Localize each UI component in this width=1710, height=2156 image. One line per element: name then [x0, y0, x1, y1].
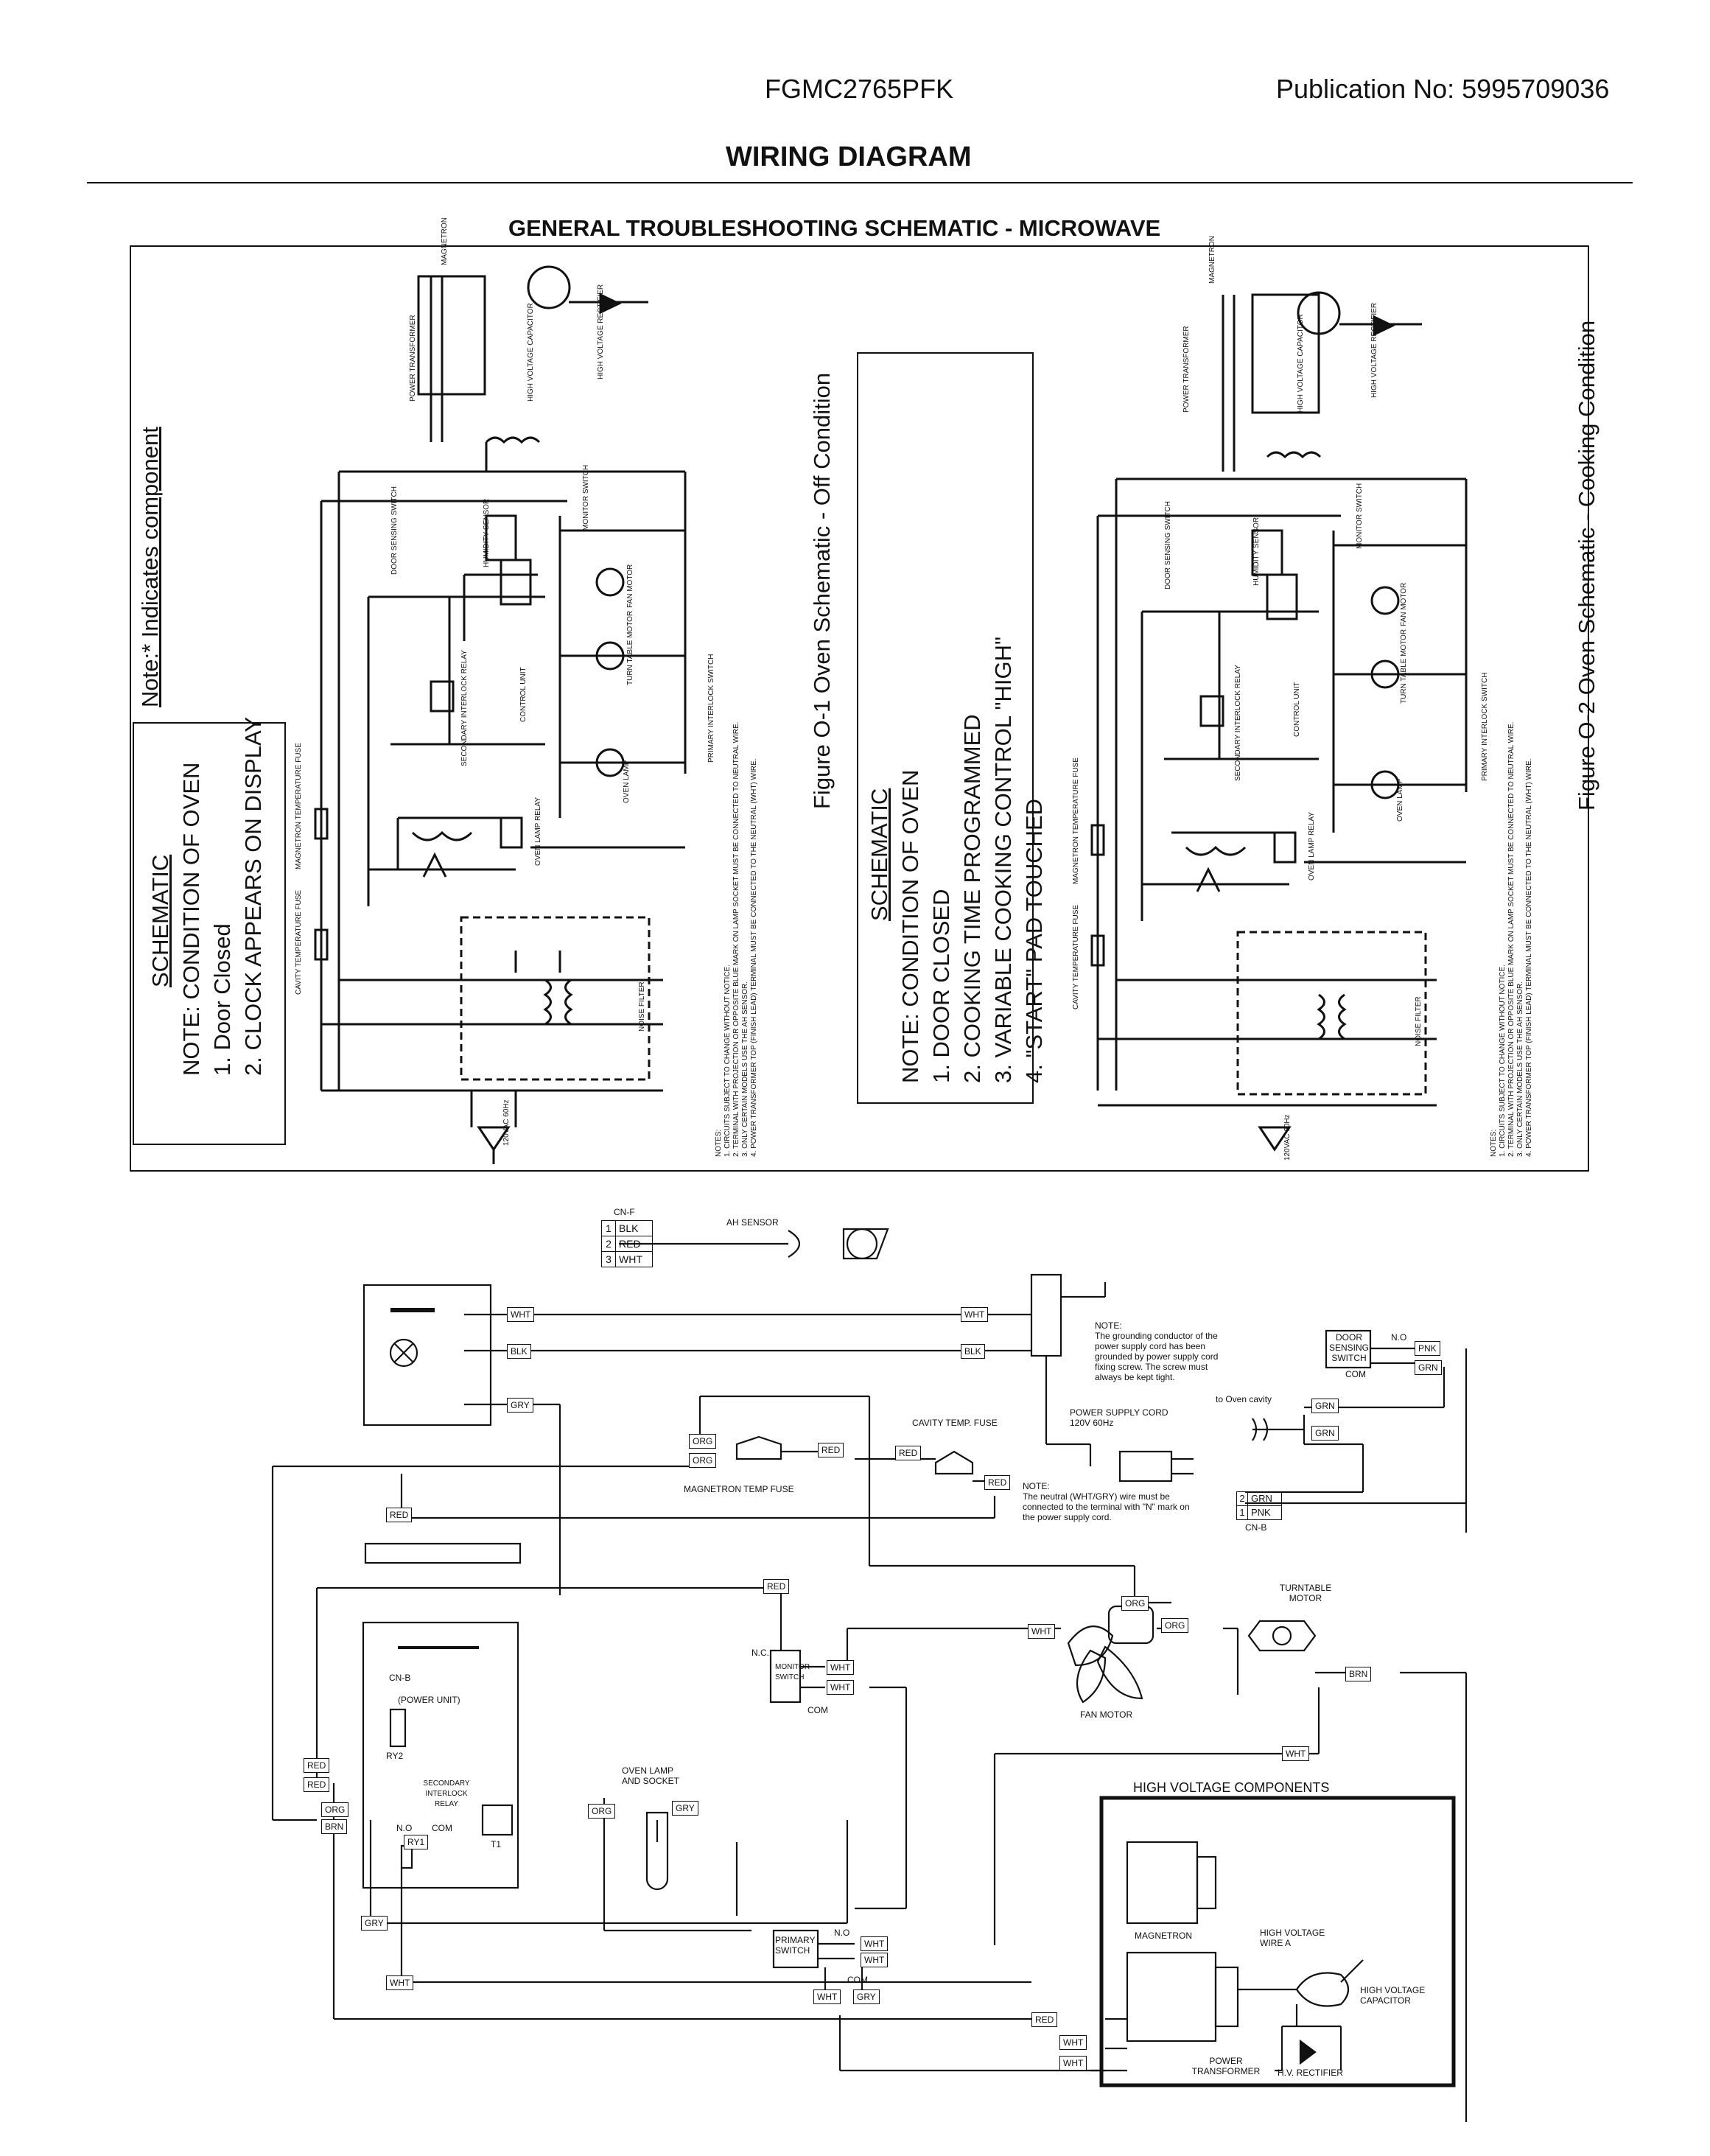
schematic-title: GENERAL TROUBLESHOOTING SCHEMATIC - MICR…	[508, 215, 1161, 241]
hv-wire-label: HIGH VOLTAGE WIRE A	[1260, 1928, 1325, 1948]
wire-tag: RED	[895, 1446, 922, 1460]
wire-tag: RED	[984, 1475, 1011, 1490]
power-transformer-label: POWER TRANSFORMER	[1191, 2056, 1261, 2076]
primary-switch-label: PRIMARY SWITCH	[775, 1935, 816, 1956]
right-condition-box	[857, 352, 1034, 1104]
cavity-fuse-label: CAVITY TEMP. FUSE	[912, 1418, 998, 1428]
control-panel-outline	[362, 1284, 492, 1427]
neutral-note: NOTE: The neutral (WHT/GRY) wire must be…	[1023, 1481, 1190, 1522]
t1-label: T1	[491, 1839, 502, 1849]
wire-tag: RED	[763, 1579, 790, 1594]
wire-tag: ORG	[689, 1453, 717, 1468]
wire-tag: WHT	[861, 1936, 889, 1951]
primary-switch-com: COM	[847, 1975, 868, 1985]
door-switch-com: COM	[1345, 1369, 1366, 1379]
power-unit-label: (POWER UNIT)	[398, 1695, 460, 1705]
wire-tag: GRY	[853, 1989, 880, 2004]
wire-tag: WHT	[1059, 2035, 1087, 2050]
wire-tag: ORG	[689, 1434, 717, 1449]
wire-tag: PNK	[1415, 1341, 1440, 1356]
wire-tag: WHT	[813, 1989, 841, 2004]
wire-tag: BRN	[321, 1819, 348, 1834]
monitor-switch-label: MONITOR SWITCH	[775, 1663, 810, 1681]
monitor-com: COM	[807, 1705, 828, 1715]
secondary-relay-label: SECONDARY INTERLOCK RELAY	[423, 1779, 470, 1808]
wire-tag: WHT	[1059, 2056, 1087, 2071]
monitor-nc: N.C.	[751, 1648, 769, 1658]
wire-tag: BLK	[507, 1344, 531, 1359]
wire-tag: BRN	[1345, 1667, 1372, 1681]
power-unit-no: N.O	[396, 1823, 413, 1833]
wire-tag: GRN	[1415, 1360, 1442, 1375]
wire-tag: BLK	[961, 1344, 985, 1359]
model-number: FGMC2765PFK	[765, 74, 954, 104]
wire-tag: GRY	[507, 1398, 533, 1413]
cnb-label: CN-B	[1245, 1522, 1267, 1533]
wire-tag: WHT	[861, 1953, 889, 1967]
ah-sensor-label: AH SENSOR	[726, 1217, 779, 1228]
power-unit-com: COM	[432, 1823, 452, 1833]
right-schematic-wiring	[1090, 291, 1468, 1152]
ry2-label: RY2	[386, 1751, 404, 1761]
wire-tag: ORG	[321, 1802, 349, 1817]
primary-switch-no: N.O	[834, 1928, 850, 1938]
wire-tag: WHT	[1028, 1624, 1056, 1639]
hv-rectifier-label: H.V. RECTIFIER	[1278, 2068, 1343, 2078]
hv-components-title: HIGH VOLTAGE COMPONENTS	[1133, 1780, 1330, 1795]
publication-number: Publication No: 5995709036	[1276, 74, 1610, 104]
wire-tag: RED	[1031, 2012, 1058, 2027]
wire-tag: GRY	[361, 1916, 388, 1931]
wire-tag: WHT	[961, 1307, 989, 1322]
wire-tag: ORG	[588, 1804, 616, 1819]
wire-tag: WHT	[827, 1660, 855, 1675]
door-switch-no: N.O	[1391, 1332, 1407, 1343]
wire-tag: ORG	[1161, 1618, 1189, 1633]
magnetron-fuse-label: MAGNETRON TEMP FUSE	[684, 1484, 794, 1494]
grounding-note: NOTE: The grounding conductor of the pow…	[1095, 1320, 1219, 1382]
turntable-label: TURNTABLE MOTOR	[1279, 1583, 1332, 1603]
schematic-frame	[130, 245, 1589, 1172]
wire-tag: WHT	[507, 1307, 535, 1322]
fan-motor-label: FAN MOTOR	[1080, 1709, 1133, 1720]
wire-tag: GRY	[672, 1801, 698, 1816]
cnf-label: CN-F	[614, 1207, 635, 1217]
wire-tag: GRN	[1311, 1426, 1339, 1441]
to-oven-cavity: to Oven cavity	[1216, 1394, 1272, 1404]
power-unit-cnb: CN-B	[389, 1673, 411, 1683]
wire-tag: RED	[304, 1777, 330, 1792]
wire-tag: RED	[304, 1758, 330, 1773]
power-cord-label: POWER SUPPLY CORD 120V 60Hz	[1070, 1407, 1168, 1428]
left-schematic-wiring	[314, 265, 687, 1164]
header-rule	[87, 182, 1633, 183]
magnetron-label: MAGNETRON	[1135, 1931, 1192, 1941]
oven-lamp-label: OVEN LAMP AND SOCKET	[622, 1765, 680, 1786]
page-title: WIRING DIAGRAM	[726, 141, 972, 172]
wire-tag: RED	[818, 1443, 844, 1457]
left-condition-box	[133, 722, 286, 1145]
wire-tag: WHT	[386, 1975, 414, 1990]
wire-tag: WHT	[827, 1680, 855, 1695]
hv-capacitor-label: HIGH VOLTAGE CAPACITOR	[1360, 1985, 1426, 2006]
wire-tag: RED	[386, 1508, 413, 1522]
wire-tag: GRN	[1311, 1399, 1339, 1413]
door-switch-label: DOOR SENSING SWITCH	[1328, 1332, 1369, 1363]
wire-tag: WHT	[1282, 1746, 1310, 1761]
ry1-relay: RY1	[404, 1835, 429, 1849]
wire-tag: ORG	[1121, 1596, 1149, 1611]
